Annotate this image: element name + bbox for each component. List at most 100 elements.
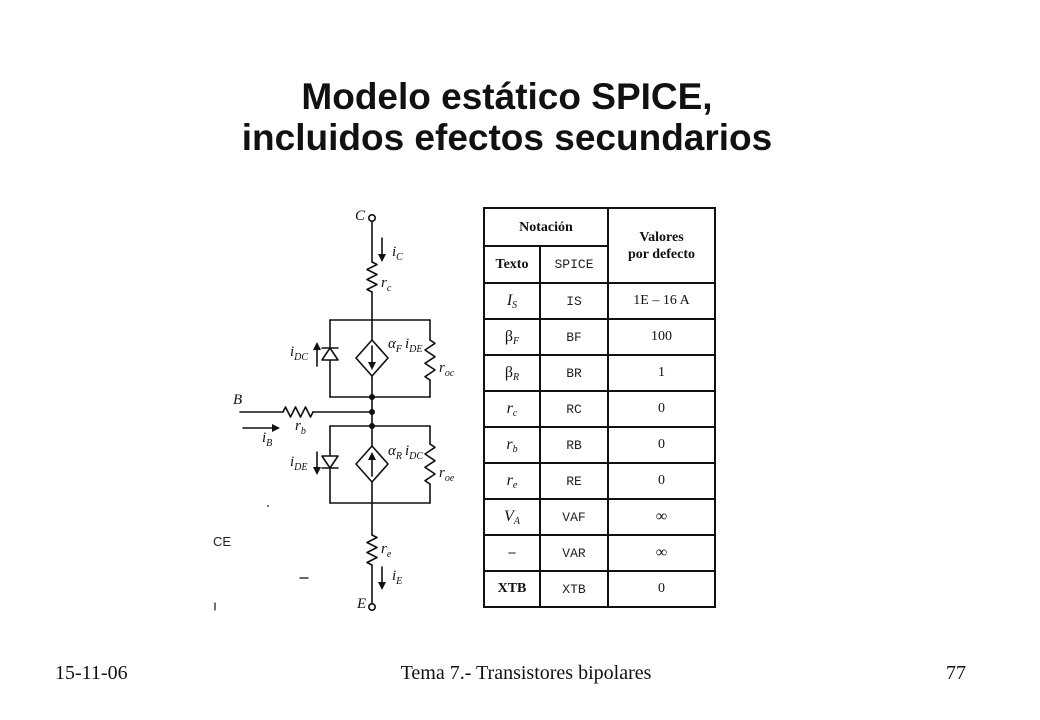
header-notation: Notación — [485, 209, 609, 247]
edge-text-fragment: CE — [213, 534, 232, 549]
footer-topic: Tema 7.- Transistores bipolares — [400, 662, 652, 684]
symbol-subscript: A — [513, 515, 520, 527]
node-dot-lower — [369, 423, 375, 429]
symbol-subscript: S — [512, 299, 518, 311]
be-diode-triangle — [321, 455, 339, 469]
symbol-base: r — [506, 472, 513, 489]
symbol-base: β — [504, 328, 514, 345]
slide-title-line-1: Modelo estático SPICE, — [301, 76, 713, 117]
ide-arrow-head — [313, 467, 321, 475]
label-base: i — [392, 568, 397, 584]
table-cell-symbol: – — [485, 536, 541, 572]
label-coefficient: α — [388, 443, 396, 459]
collector-resistance-label: rc — [381, 275, 392, 294]
table-cell-spice: BF — [541, 320, 609, 356]
label-base: r — [295, 418, 301, 434]
forward-current-source-diamond — [355, 339, 389, 377]
forward-source-arrow-head — [368, 362, 376, 370]
base-terminal-label: B — [233, 392, 243, 408]
label-base: i — [392, 244, 397, 260]
label-subscript: R — [395, 451, 402, 462]
emitter-terminal-label: E — [357, 596, 367, 612]
label-base: i — [290, 454, 295, 470]
table-cell-symbol: XTB — [485, 572, 541, 608]
reverse-current-source-diamond — [355, 445, 389, 483]
label-base: r — [381, 541, 387, 557]
node-dot-base — [369, 409, 375, 415]
table-cell-default: ∞ — [609, 500, 716, 536]
bjt-spice-circuit-drawing — [214, 214, 436, 611]
label-subscript: DE — [294, 462, 308, 473]
be-diode-current-label: iDE — [290, 454, 308, 473]
header-default-values-line-1: Valores — [639, 229, 684, 245]
collector-current-label: iC — [392, 244, 403, 263]
symbol-base: I — [506, 292, 513, 309]
label-subscript: c — [386, 283, 392, 294]
symbol-subscript: e — [512, 479, 518, 491]
bc-diode-triangle — [321, 347, 339, 361]
ie-arrow-head — [378, 582, 386, 590]
table-cell-default: 100 — [609, 320, 716, 356]
table-cell-spice: IS — [541, 284, 609, 320]
label-coefficient: α — [388, 336, 396, 352]
output-resistor-roc — [424, 339, 436, 381]
symbol-base: XTB — [497, 581, 527, 596]
label-subscript: DE — [409, 344, 423, 355]
ic-arrow-head — [378, 254, 386, 262]
table-cell-spice: XTB — [541, 572, 609, 608]
base-resistance-label: rb — [295, 418, 306, 437]
label-subscript: F — [395, 344, 402, 355]
idc-arrow-head — [313, 342, 321, 350]
table-cell-default: 1 — [609, 356, 716, 392]
slide-title: Modelo estático SPICE, incluidos efectos… — [0, 76, 1014, 158]
output-resistance-roc-label: roc — [439, 360, 454, 379]
table-cell-default: 1E – 16 A — [609, 284, 716, 320]
table-cell-default: 0 — [609, 464, 716, 500]
header-default-values: Valores por defecto — [609, 209, 716, 284]
symbol-base: β — [504, 364, 514, 381]
footer-page-number: 77 — [946, 662, 966, 684]
table-cell-default: 0 — [609, 392, 716, 428]
collector-terminal-circle — [368, 214, 377, 223]
header-spice: SPICE — [541, 247, 609, 284]
output-resistor-roe — [424, 443, 436, 485]
label-base: i — [262, 430, 267, 446]
table-cell-spice: RC — [541, 392, 609, 428]
header-default-values-line-2: por defecto — [628, 246, 695, 262]
output-resistance-roe-label: roe — [439, 465, 455, 484]
label-subscript: DC — [294, 352, 309, 363]
reverse-source-arrow-head — [368, 452, 376, 460]
emitter-terminal-circle — [368, 602, 377, 611]
label-subscript: oe — [444, 473, 455, 484]
symbol-subscript: c — [512, 407, 518, 419]
label-subscript: C — [396, 252, 403, 263]
table-cell-default: ∞ — [609, 536, 716, 572]
table-cell-spice: VAF — [541, 500, 609, 536]
header-text: Texto — [485, 247, 541, 284]
symbol-subscript: b — [512, 443, 518, 455]
emitter-current-label: iE — [392, 568, 402, 587]
footer-date: 15-11-06 — [55, 662, 128, 684]
emitter-resistor-re — [366, 534, 378, 566]
label-variable: i — [404, 443, 410, 459]
table-cell-default: 0 — [609, 428, 716, 464]
symbol-base: – — [508, 545, 516, 560]
spice-parameter-table: Notación Valores por defecto Texto SPICE… — [483, 207, 716, 608]
ib-arrow-head — [272, 424, 280, 432]
symbol-subscript: F — [513, 335, 520, 347]
collector-resistor-rc — [366, 261, 378, 293]
node-dot-upper — [369, 394, 375, 400]
label-variable: i — [404, 336, 410, 352]
collector-terminal-label: C — [355, 208, 366, 224]
label-subscript: b — [300, 426, 306, 437]
base-resistor-rb — [282, 406, 314, 418]
label-base: r — [439, 465, 445, 481]
label-base: r — [439, 360, 445, 376]
